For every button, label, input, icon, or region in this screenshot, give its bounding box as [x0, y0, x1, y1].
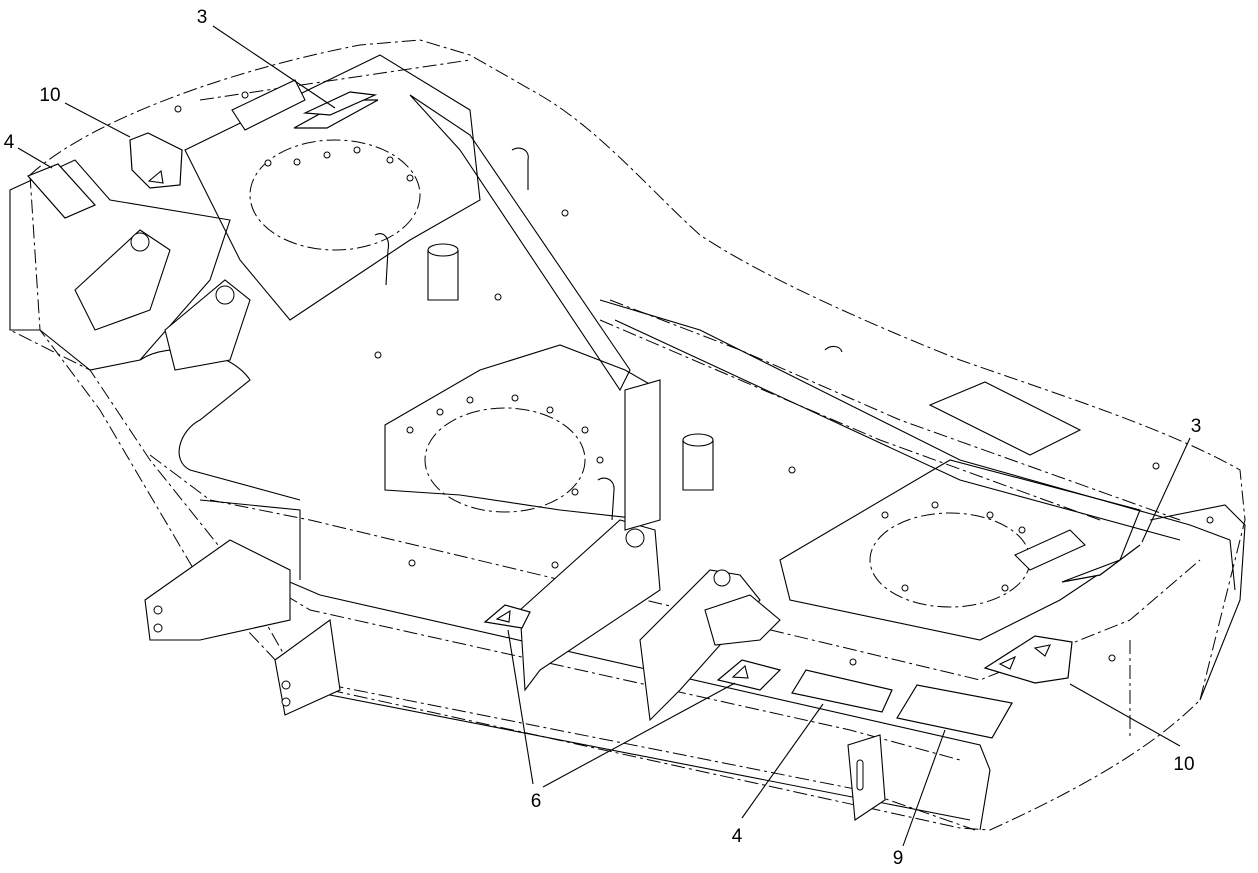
hook-center [824, 345, 843, 353]
callout-3-top: 3 [197, 7, 208, 28]
rear-spindle-post [427, 249, 459, 301]
front-right-hanger [847, 734, 886, 821]
deck-holes [174, 91, 1214, 666]
center-spindle-plate [384, 344, 661, 521]
idler-bracket [704, 594, 781, 646]
right-spindle-plate [779, 459, 1141, 641]
front-left-hanger [144, 539, 291, 641]
front-skirt [284, 579, 991, 831]
rear-spindle-opening [249, 139, 421, 251]
center-lift-arm [519, 519, 661, 692]
callout-10-left: 10 [39, 85, 60, 106]
decal-6-center [483, 604, 531, 629]
decal-10-right [983, 635, 1073, 684]
belt-cover-rear [231, 79, 306, 131]
decal-4-front [791, 669, 893, 713]
decal-10-left [129, 132, 183, 189]
callout-4-bottom: 4 [732, 826, 743, 847]
center-spindle-post [682, 439, 714, 491]
callout-3-right: 3 [1191, 416, 1202, 437]
decal-9 [896, 684, 1013, 739]
callout-9: 9 [893, 848, 904, 869]
center-post [624, 379, 661, 531]
right-lift-arm [639, 569, 761, 722]
callout-4-left: 4 [4, 132, 15, 153]
callout-10-right: 10 [1173, 754, 1194, 775]
right-spindle-opening [869, 512, 1031, 608]
callout-6: 6 [531, 791, 542, 812]
hook-rear [374, 233, 389, 286]
deck-outline [29, 39, 1246, 831]
center-spindle-opening [424, 407, 586, 513]
leader-lines [17, 25, 1191, 847]
front-hanger-left-center [274, 619, 341, 716]
rear-left-bracket [74, 229, 171, 331]
hook-center-left [597, 477, 615, 521]
left-side-wall [9, 159, 231, 371]
decal-4-left [26, 163, 97, 219]
right-side-wall [1149, 504, 1246, 701]
hook-rear-right [511, 147, 529, 190]
decal-3-right [1061, 544, 1141, 583]
right-shield [928, 381, 1082, 456]
decal-6-front [716, 659, 782, 691]
belt-cover-right [1014, 529, 1086, 571]
rear-spindle-plate [184, 54, 481, 321]
deck-baffle [409, 94, 631, 392]
